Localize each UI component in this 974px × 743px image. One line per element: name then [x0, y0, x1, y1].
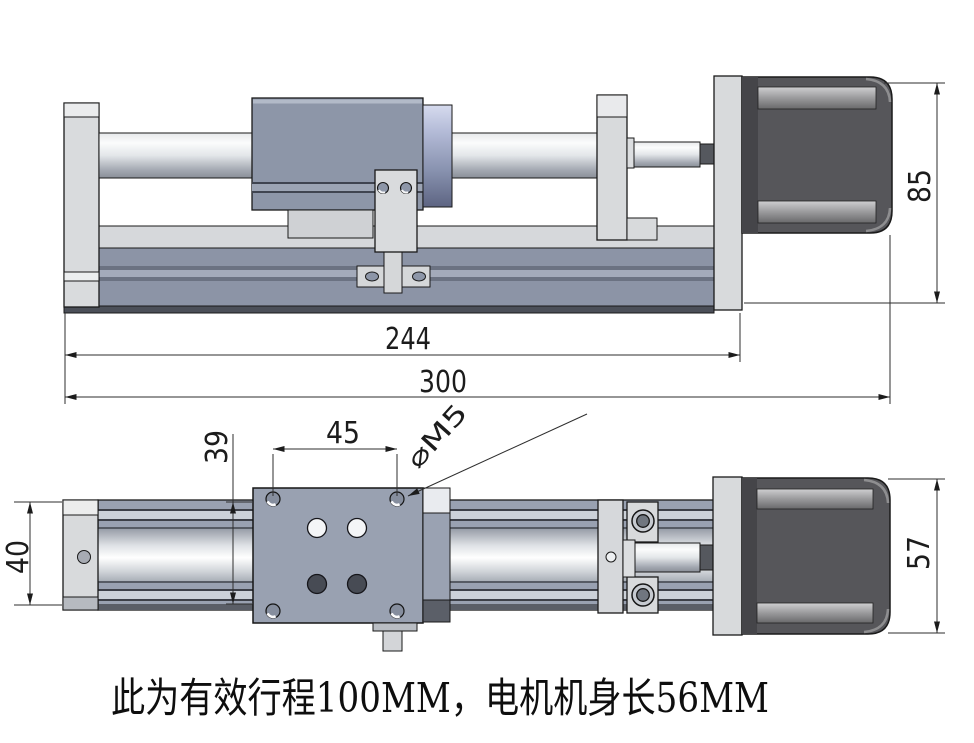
motor-band-top [757, 86, 877, 110]
right-support-cap [596, 94, 628, 118]
carriage-block-highlight [253, 99, 422, 104]
m5-mount-hole [388, 602, 406, 620]
cap-screw [631, 583, 655, 607]
coupling-housing-top [422, 487, 451, 514]
motor-band-bottom-plan [756, 602, 874, 624]
dim-300: 300 [65, 365, 890, 400]
motor-shaft [633, 141, 701, 168]
motor-body [741, 76, 893, 234]
sensor-tab-plan [382, 630, 403, 652]
carriage-block-band [252, 184, 423, 191]
plate-hole-dark [346, 573, 368, 595]
dim-85: 85 [744, 82, 945, 304]
motor-corner-highlight-plan [863, 608, 890, 634]
end-block-band [62, 596, 99, 611]
plan-view [62, 476, 891, 652]
motor-flange-column-plan [742, 478, 757, 634]
dim-label-39: 39 [200, 430, 235, 464]
end-block-hole [77, 550, 91, 564]
side-view-dimensions: 244 300 85 [64, 82, 945, 404]
support-strip-hole [605, 551, 617, 563]
dim-label-244: 244 [385, 322, 431, 357]
motor-shaft-plan [634, 542, 701, 573]
dim-m5: ⌀M5 [401, 398, 588, 499]
coupling-housing [422, 512, 451, 601]
right-support-foot [626, 217, 658, 241]
dim-label-m5: ⌀M5 [401, 398, 474, 475]
sensor-tab-bar-plan [372, 622, 418, 632]
dim-45: 45 [272, 416, 398, 496]
plate-hole-light [346, 517, 368, 539]
sensor-bar-slot [365, 271, 379, 282]
dim-label-40: 40 [1, 540, 36, 574]
shaft-collar-plan [622, 539, 636, 578]
shaft-stub-plan [699, 544, 715, 571]
dim-label-85: 85 [903, 169, 938, 203]
bracket-hole [399, 181, 413, 195]
rail-base-strip [63, 305, 715, 314]
motor-mount-plate-plan [712, 476, 743, 636]
dim-label-57: 57 [902, 536, 937, 570]
plate-hole-light [306, 517, 328, 539]
left-end-plate-band [63, 271, 100, 282]
motor-band-top-plan [756, 488, 874, 510]
motor-band-bottom [757, 200, 877, 224]
motor-corner-highlight-plan [863, 478, 890, 504]
plate-hole-dark [306, 573, 328, 595]
drawing-caption: 此为有效行程100MM，电机机身长56MM [111, 674, 769, 722]
cap-screw [631, 509, 655, 533]
carriage-plate [252, 487, 424, 624]
motor-corner-highlight [865, 77, 892, 103]
motor-mount-plate [713, 75, 743, 311]
dim-label-300: 300 [419, 365, 467, 400]
carriage-block-line [252, 182, 423, 184]
motor-body-plan [741, 477, 891, 635]
dim-40: 40 [1, 501, 62, 606]
sensor-bar-slot [412, 271, 426, 282]
bracket-hole [376, 181, 390, 195]
carriage-block-line [252, 191, 423, 193]
m5-mount-hole [264, 602, 282, 620]
coupling-housing-bottom [422, 599, 451, 623]
motor-flange-column [742, 77, 758, 233]
shaft-collar [626, 137, 635, 169]
dim-label-45: 45 [326, 416, 360, 451]
coupling-cylinder [422, 104, 453, 208]
side-view [63, 75, 893, 314]
motor-corner-highlight [865, 207, 892, 233]
end-block-cap [62, 499, 99, 516]
carriage-sub-plate [287, 209, 374, 239]
left-end-plate-cap [63, 102, 100, 118]
dim-57: 57 [888, 478, 945, 634]
dim-244: 244 [65, 322, 740, 358]
dim-39: 39 [200, 430, 252, 605]
